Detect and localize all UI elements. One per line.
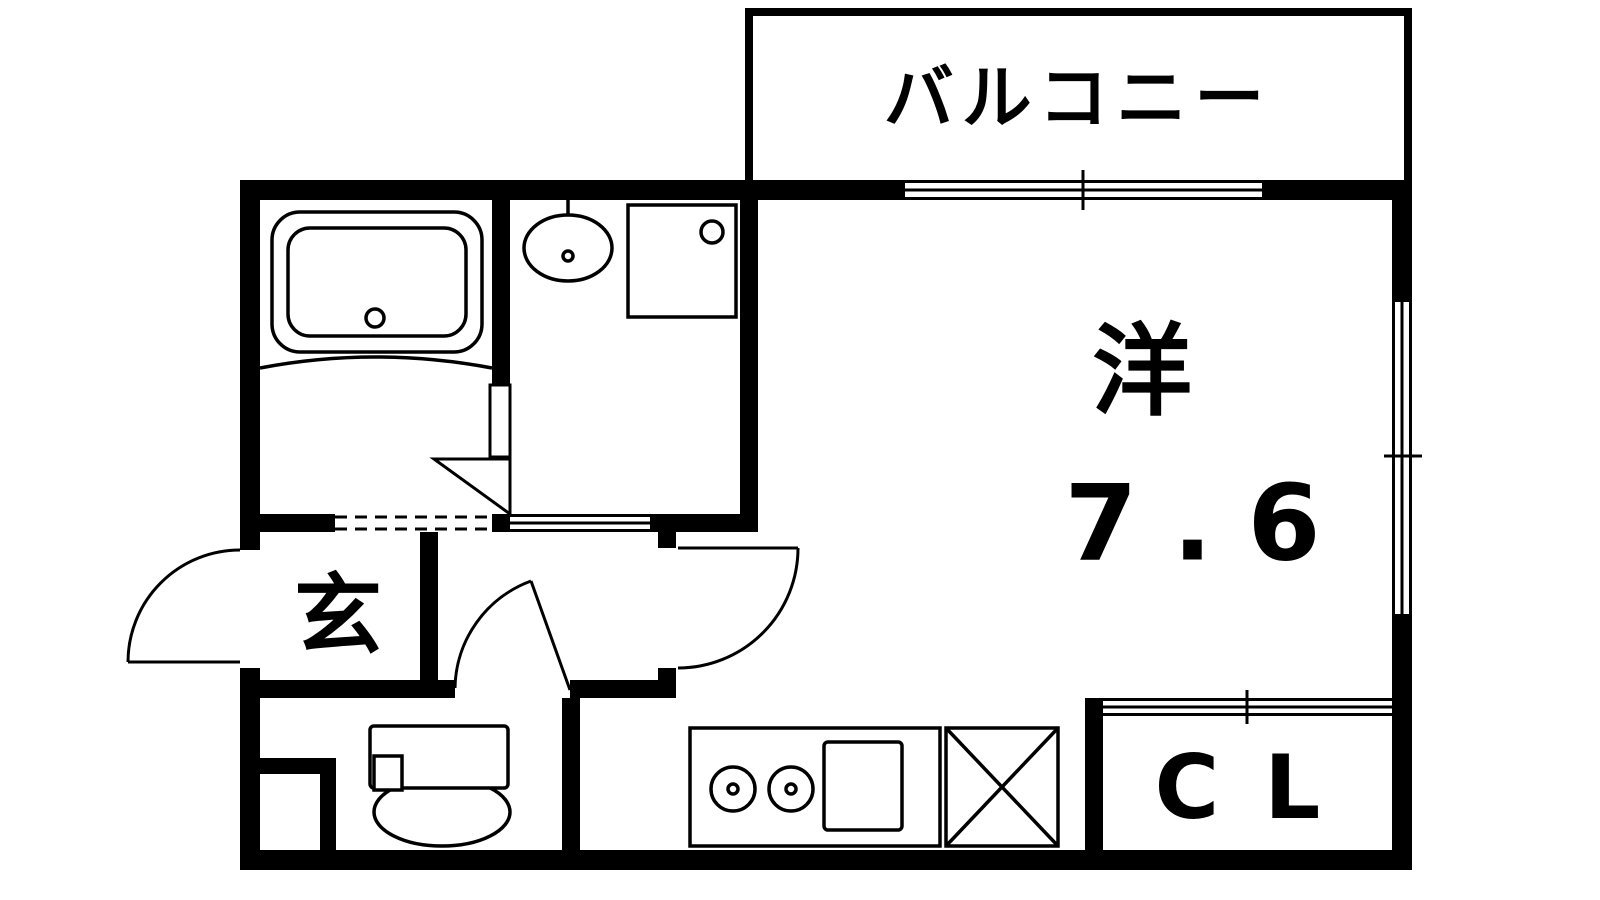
bathroom-door-icon	[429, 383, 512, 517]
bath-bottom-wall	[240, 514, 335, 532]
balcony-wall-top	[745, 8, 1412, 16]
outer-wall-right-lower	[1392, 614, 1412, 850]
pipe-space-wall-h	[260, 758, 336, 774]
toilet-icon	[368, 724, 512, 848]
dashed-opening-icon	[335, 515, 492, 531]
closet-sliding-door-icon	[1103, 690, 1392, 724]
genkan-right-wall	[420, 532, 438, 698]
entrance-label: 玄	[293, 564, 383, 667]
washroom-bottom-wall	[650, 514, 758, 532]
main-room-label: 洋	[1092, 313, 1192, 430]
bath-divider-wall	[492, 198, 510, 385]
entrance-door-arc-icon	[126, 548, 241, 664]
balcony-wall-right	[1404, 8, 1412, 180]
balcony-wall-left	[745, 8, 753, 180]
outer-wall-right-upper	[1392, 180, 1412, 302]
side-window-icon	[1384, 302, 1422, 614]
fixtures-group	[259, 198, 1060, 848]
toilet-right-wall	[562, 698, 580, 852]
toilet-top-wall-right	[570, 680, 676, 698]
kitchen-counter-icon	[688, 726, 942, 848]
closet-top-junction	[1085, 698, 1103, 716]
crossed-box-icon	[944, 726, 1060, 848]
walls-group	[240, 8, 1412, 870]
closet-label: CL	[1154, 736, 1366, 839]
outer-wall-top-left	[240, 180, 905, 200]
room-door-arc-icon	[677, 546, 800, 670]
outer-wall-left-lower	[240, 668, 260, 870]
toilet-top-wall-left	[240, 680, 455, 698]
bath-bottom-junction	[492, 514, 510, 532]
balcony-window-icon	[905, 170, 1262, 210]
washbasin-icon	[522, 198, 614, 283]
washing-machine-pan-icon	[626, 203, 738, 319]
outer-wall-left-upper	[240, 180, 260, 550]
balcony-label: バルコニー	[883, 57, 1273, 139]
pipe-space-wall-v	[320, 758, 336, 870]
toilet-door-arc-icon	[453, 579, 572, 691]
hall-door-stub-upper	[658, 532, 676, 548]
outer-wall-bottom	[240, 850, 1412, 870]
outer-wall-top-right	[1262, 180, 1412, 200]
bathtub-icon	[259, 210, 493, 370]
kitchen-sink-icon	[822, 740, 904, 832]
main-room-size-label: 7.6	[1064, 462, 1356, 585]
stove-burners-icon	[709, 765, 815, 813]
washroom-right-wall	[740, 198, 758, 532]
closet-left-wall	[1085, 698, 1103, 852]
washroom-sliding-door-icon	[510, 514, 650, 532]
openings-group	[335, 170, 1422, 724]
doors-group	[126, 383, 800, 691]
